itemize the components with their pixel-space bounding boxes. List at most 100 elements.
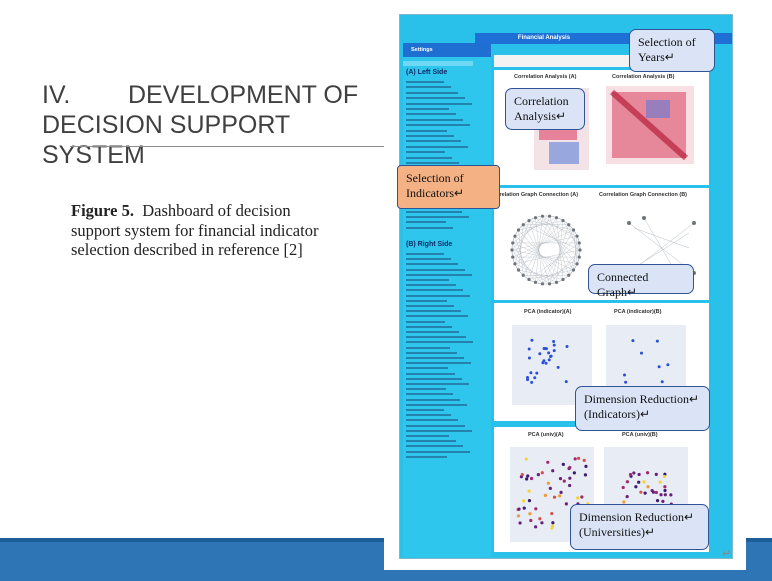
indicator-item[interactable] (406, 398, 460, 401)
indicator-item[interactable] (406, 226, 453, 229)
indicator-item[interactable] (406, 429, 472, 432)
graph-node (547, 282, 552, 286)
graph-edge (542, 216, 580, 244)
indicator-item[interactable] (406, 336, 466, 339)
scatter-point (631, 339, 635, 343)
graph-node (533, 216, 538, 220)
indicator-item[interactable] (406, 331, 459, 333)
indicator-item[interactable] (406, 268, 465, 271)
figure-caption: Figure 5. Dashboard of decision support … (71, 201, 339, 260)
indicator-item[interactable] (406, 372, 455, 375)
indicator-item[interactable] (406, 86, 451, 89)
indicator-item[interactable] (406, 320, 445, 323)
scatter-point (556, 365, 560, 369)
indicator-item[interactable] (406, 409, 444, 411)
indicator-item[interactable] (406, 341, 473, 344)
indicator-item[interactable] (406, 383, 469, 385)
indicator-item[interactable] (406, 445, 463, 448)
indicator-item[interactable] (406, 118, 463, 121)
indicator-item[interactable] (406, 403, 467, 406)
indicator-item[interactable] (406, 151, 445, 154)
graph-edge (542, 229, 574, 284)
scatter-point (551, 521, 555, 525)
indicator-item[interactable] (406, 284, 456, 287)
indicator-item[interactable] (406, 289, 463, 292)
indicator-item[interactable] (406, 81, 444, 83)
indicator-item[interactable] (406, 305, 454, 307)
indicator-item[interactable] (406, 299, 447, 302)
scatter-point (533, 376, 537, 380)
indicator-item[interactable] (406, 310, 461, 313)
scatter-point (645, 471, 650, 475)
callout-dim-univ-line2: (Universities) (579, 525, 645, 539)
pca-univ-b-title: PCA (univ)(B) (622, 432, 658, 438)
indicator-item[interactable] (406, 91, 458, 94)
scatter-point (623, 373, 627, 377)
indicator-item[interactable] (406, 315, 468, 318)
graph-node (516, 228, 521, 232)
graph-a-title: orrelation Graph Connection (A) (494, 192, 579, 198)
indicator-item[interactable] (406, 419, 458, 422)
scatter-point (642, 480, 646, 484)
indicator-item[interactable] (406, 253, 444, 255)
indicator-item[interactable] (406, 393, 453, 396)
indicator-item[interactable] (406, 440, 456, 443)
paragraph-mark: ↵ (639, 407, 651, 421)
indicator-item[interactable] (406, 156, 452, 159)
scatter-point (540, 471, 544, 475)
indicator-item[interactable] (406, 279, 449, 281)
indicator-item[interactable] (406, 388, 446, 391)
indicator-item[interactable] (406, 450, 470, 453)
indicator-item[interactable] (406, 102, 472, 105)
graph-edge (568, 224, 580, 258)
scatter-point (639, 490, 643, 494)
scatter-point (621, 485, 625, 490)
slide-title: IV.DEVELOPMENT OF DECISION SUPPORT SYSTE… (42, 80, 387, 170)
indicator-item[interactable] (406, 263, 458, 266)
indicator-item[interactable] (406, 113, 456, 116)
indicator-item[interactable] (406, 258, 451, 261)
indicator-item[interactable] (406, 108, 449, 110)
indicator-item[interactable] (406, 377, 462, 380)
indicator-item[interactable] (406, 435, 449, 437)
graph-node (527, 218, 531, 223)
indicator-item[interactable] (406, 97, 465, 100)
indicator-item[interactable] (406, 367, 448, 370)
indicator-item[interactable] (406, 124, 470, 127)
indicator-item[interactable] (406, 216, 469, 218)
graph-edge (535, 236, 578, 283)
scatter-point (654, 490, 658, 495)
indicator-item[interactable] (406, 140, 461, 143)
callout-indicators-text: Selection of Indicators (406, 171, 464, 200)
indicator-item[interactable] (406, 325, 452, 328)
scatter-point (536, 473, 540, 477)
indicator-item[interactable] (406, 351, 457, 354)
graph-node (575, 234, 579, 238)
scatter-point (663, 485, 667, 489)
indicator-item[interactable] (406, 362, 471, 365)
indicator-item[interactable] (406, 294, 470, 297)
indicator-item[interactable] (406, 210, 462, 213)
scatter-point (643, 491, 647, 495)
indicator-item[interactable] (406, 135, 454, 137)
graph-node (561, 218, 565, 223)
indicator-item[interactable] (406, 145, 468, 148)
indicator-item[interactable] (406, 162, 459, 164)
indicator-item[interactable] (406, 221, 446, 224)
paragraph-mark: ↵ (664, 50, 675, 64)
scatter-point (584, 464, 588, 468)
scatter-point (577, 456, 581, 460)
indicator-item[interactable] (406, 357, 464, 359)
scatter-point (517, 507, 521, 511)
indicator-item[interactable] (406, 424, 465, 427)
scatter-point (535, 371, 539, 375)
corr-a-title: Correlation Analysis (A) (514, 74, 577, 80)
indicator-item[interactable] (406, 455, 447, 458)
scatter-point (625, 480, 630, 484)
indicator-item[interactable] (406, 414, 451, 417)
indicator-item[interactable] (406, 346, 450, 349)
indicator-item[interactable] (406, 273, 472, 276)
scatter-point (549, 354, 553, 358)
scatter-point (541, 361, 545, 365)
indicator-item[interactable] (406, 129, 447, 132)
